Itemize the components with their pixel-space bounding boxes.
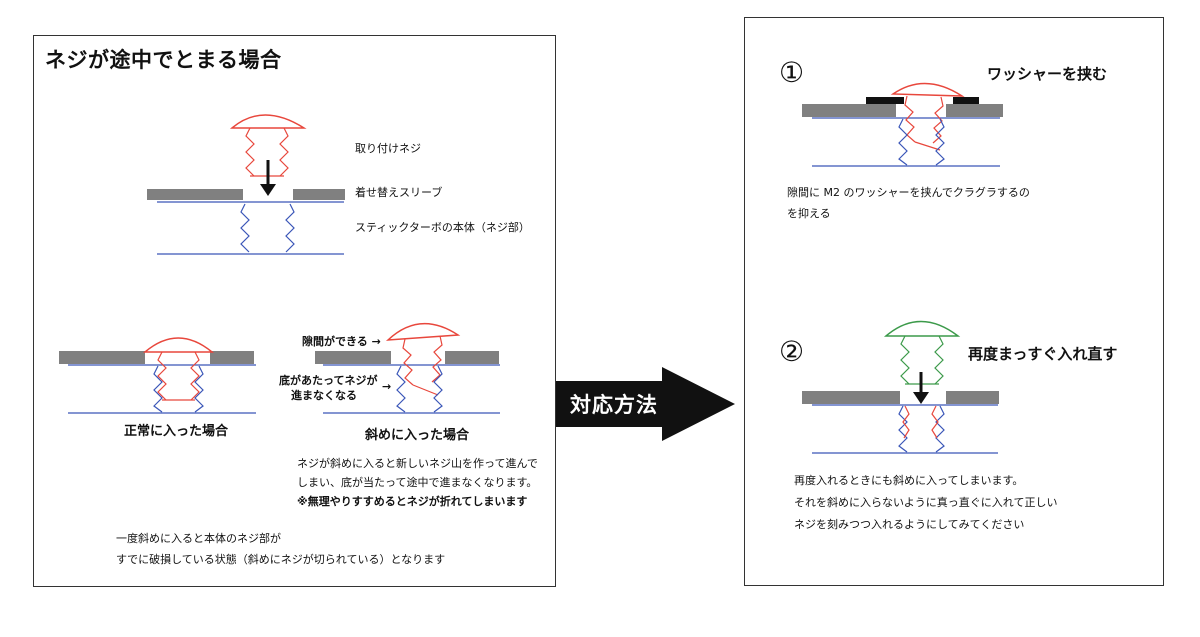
step1-text-2: を抑える [787, 207, 831, 220]
step1-text-1: 隙間に M2 のワッシャーを挟んでクラグラするの [787, 186, 1030, 199]
step2-heading: 再度まっすぐ入れ直す [968, 345, 1118, 363]
plate-slanted-right [445, 351, 499, 364]
screw-thread-right-top [279, 127, 289, 177]
step2-number: ② [779, 335, 805, 368]
summary-1: 一度斜めに入ると本体のネジ部が [116, 532, 281, 545]
screw-head-slanted [385, 323, 461, 341]
slanted-note-2: しまい、底が当たって途中で進まなくなります。 [297, 476, 538, 489]
screw-head-normal [142, 337, 215, 353]
screw-thread-left-top [245, 127, 255, 177]
diagram-washer [802, 82, 1003, 167]
label-sleeve: 着せ替えスリーブ [355, 186, 443, 199]
screw-head-top [229, 114, 307, 129]
plate-normal-right [210, 351, 254, 364]
center-arrow-label: 対応方法 [570, 393, 658, 417]
body-thread-right-top [285, 203, 295, 253]
sleeve-plate-left [147, 189, 243, 200]
screw-head-green [883, 320, 961, 337]
label-bottom-2: 進まなくなる [291, 389, 357, 402]
diagram-reinsert [802, 320, 999, 454]
screw-head-washer [890, 82, 965, 97]
body-thread-left-top [240, 203, 250, 253]
summary-2: すでに破損している状態（斜めにネジが切られている）となります [116, 553, 446, 566]
step2-text-2: それを斜めに入らないように真っ直ぐに入れて正しい [794, 496, 1058, 509]
diagram-slanted [315, 323, 500, 414]
step1-number: ① [779, 56, 805, 89]
label-bottom-1: 底があたってネジが [279, 374, 378, 387]
caption-normal: 正常に入った場合 [124, 424, 229, 439]
left-panel-title: ネジが途中でとまる場合 [45, 48, 282, 72]
caption-slanted: 斜めに入った場合 [365, 428, 470, 443]
warning-text: ※無理やりすすめるとネジが折れてしまいます [297, 495, 528, 508]
sleeve-plate-right [293, 189, 345, 200]
step2-text-1: 再度入れるときにも斜めに入ってしまいます。 [794, 474, 1024, 487]
plate-slanted-left [315, 351, 391, 364]
center-arrow [556, 367, 735, 441]
diagram-top-assembly [147, 114, 345, 255]
plate-normal-left [59, 351, 145, 364]
label-body: スティックターボの本体（ネジ部） [355, 221, 530, 234]
diagram-normal [59, 337, 256, 414]
slanted-note-1: ネジが斜めに入ると新しいネジ山を作って進んで [297, 457, 538, 470]
label-bottom-arrow: → [382, 380, 392, 393]
label-screw: 取り付けネジ [355, 142, 421, 155]
step1-heading: ワッシャーを挟む [987, 65, 1108, 83]
label-gap: 隙間ができる → [302, 335, 381, 348]
washer-left [866, 97, 904, 104]
left-panel [33, 35, 556, 587]
step2-text-3: ネジを刻みつつ入れるようにしてみてください [794, 518, 1025, 531]
washer-right [953, 97, 979, 104]
